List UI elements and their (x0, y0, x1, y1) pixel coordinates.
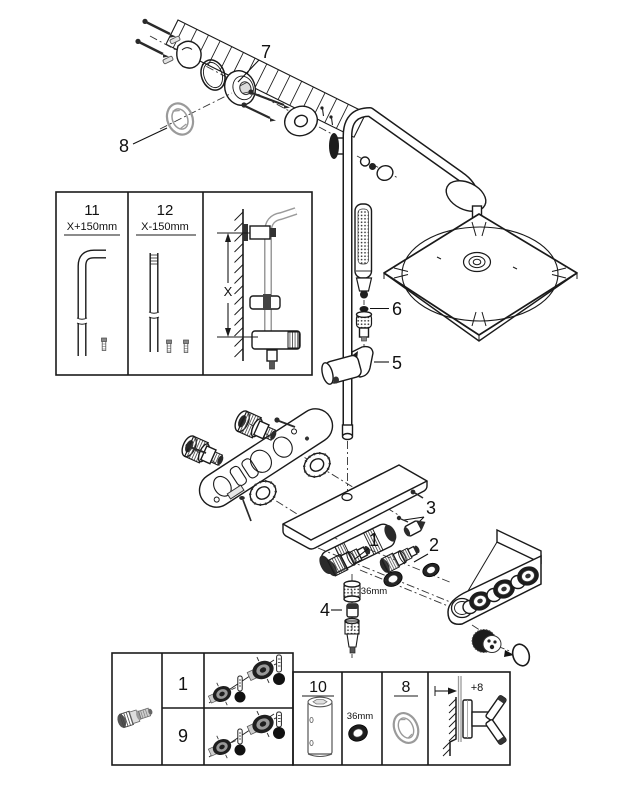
small-bolt-icon (183, 339, 189, 353)
union-prong (485, 695, 507, 721)
wrench-ring-cell: 36mm (347, 711, 373, 742)
row-1-number: 1 (178, 674, 188, 694)
panel-12-number: 12 (157, 202, 174, 219)
callout-6-label: 6 (392, 299, 402, 319)
callout-2-label: 2 (429, 535, 439, 555)
row-1-illustration (207, 654, 285, 706)
rail-glider-5 (321, 345, 374, 385)
mounting-plate (198, 408, 334, 508)
knob-cap (511, 643, 531, 667)
rail-end-cap (341, 424, 354, 500)
callout-1-label: 1 (369, 530, 379, 550)
escutcheon-rosette (284, 105, 318, 137)
union-mount-body (223, 70, 257, 106)
callout-7-leader (237, 59, 260, 83)
offset-install-diagram: +8 (434, 676, 507, 757)
cover-knob (462, 591, 491, 615)
seal-ring-icon (392, 711, 420, 745)
row-9-number: 9 (178, 726, 188, 746)
fixing-screws (241, 89, 290, 122)
shower-column: 6 5 (321, 107, 578, 500)
body-screw (319, 558, 325, 564)
ring-nut (248, 480, 278, 506)
gasket-6 (359, 306, 369, 312)
panel-12: 12 X-150mm (136, 202, 196, 353)
offset-label: +8 (471, 682, 484, 694)
thermometer-icon (273, 654, 285, 685)
band-end-screws (320, 106, 334, 126)
callout-8-label: 8 (119, 136, 129, 156)
panel-12-dimension: X-150mm (141, 221, 189, 233)
wall-screws (135, 18, 176, 58)
nut-ring-2 (422, 562, 440, 578)
row-9-illustration (207, 710, 285, 759)
top-wall-mount-assembly: 7 8 (119, 18, 367, 156)
mounting-bracket (176, 40, 202, 69)
dimension-x: X (217, 232, 258, 338)
o-ring (200, 59, 226, 91)
nut-36mm (383, 571, 403, 587)
arrow-icon (504, 650, 514, 657)
head-shower-center-outlet (436, 251, 518, 273)
part-3-group (396, 515, 426, 537)
long-pipe-icon (76, 249, 106, 356)
union-prong (485, 719, 507, 745)
length-options-box: 11 X+150mm 12 X-150mm (55, 191, 313, 376)
wall-install-diagram: X (217, 207, 301, 370)
cover-knob (510, 566, 539, 590)
inlet-union (234, 410, 277, 441)
thermometer-icon (234, 728, 246, 756)
anchor-plugs (162, 35, 181, 65)
callout-4-label: 4 (320, 600, 330, 620)
hand-shower (354, 203, 373, 305)
aerator-stack-4 (343, 574, 361, 658)
callout-5-label: 5 (392, 353, 402, 373)
glider-detail (249, 294, 281, 310)
valve-body-detail (251, 330, 301, 370)
ring-nut (302, 452, 332, 478)
callout-7-label: 7 (261, 42, 271, 62)
cover-knob (486, 579, 515, 603)
callout-3-label: 3 (426, 498, 436, 518)
extension-sleeve-icon (307, 696, 333, 757)
trim-shelf (282, 464, 428, 550)
panel-11: 11 X+150mm (64, 202, 120, 356)
head-shower-corner-notches (393, 221, 567, 327)
thermometer-icon (273, 711, 285, 739)
panel-8-number: 8 (402, 679, 411, 696)
hose-connector (355, 311, 373, 352)
callout-2-leader (413, 553, 429, 563)
ring-8-axis (159, 92, 233, 130)
thermostat-cartridge-2 (379, 545, 420, 574)
small-bolt-icon (166, 339, 172, 353)
diverter-knob (471, 629, 502, 653)
callout-8-leader (132, 127, 168, 145)
cover-inner-edge (467, 541, 498, 592)
offset-dimension: +8 (434, 682, 484, 696)
bracket-detail (181, 47, 193, 51)
thermostat-cartridge-1 (325, 546, 371, 577)
spare-cartridge-icon (117, 707, 153, 729)
panel-10: 10 (302, 679, 334, 757)
straight-pipe-icon (148, 253, 160, 352)
box-wrench-size-label: 36mm (347, 711, 373, 722)
plate-screws (185, 417, 296, 522)
panel-11-dimension: X+150mm (67, 221, 117, 233)
valve-explosion: 36mm 1 2 3 (181, 408, 461, 658)
sealing-ring-8 (165, 102, 195, 136)
head-shower (383, 213, 578, 342)
panel-8: 8 (392, 679, 420, 745)
small-bolt-icon (101, 337, 107, 351)
callout-1-leader (354, 547, 370, 560)
arm-pivot-cap-parts (356, 155, 399, 182)
panel-11-number: 11 (84, 202, 100, 219)
wrench-size-label: 36mm (361, 586, 387, 597)
panel-10-number: 10 (309, 679, 327, 696)
thermometer-icon (234, 675, 246, 703)
parts-reference-box: 1 9 (111, 652, 511, 766)
dimension-x-label: X (224, 284, 233, 299)
front-cover-assembly (359, 528, 542, 667)
